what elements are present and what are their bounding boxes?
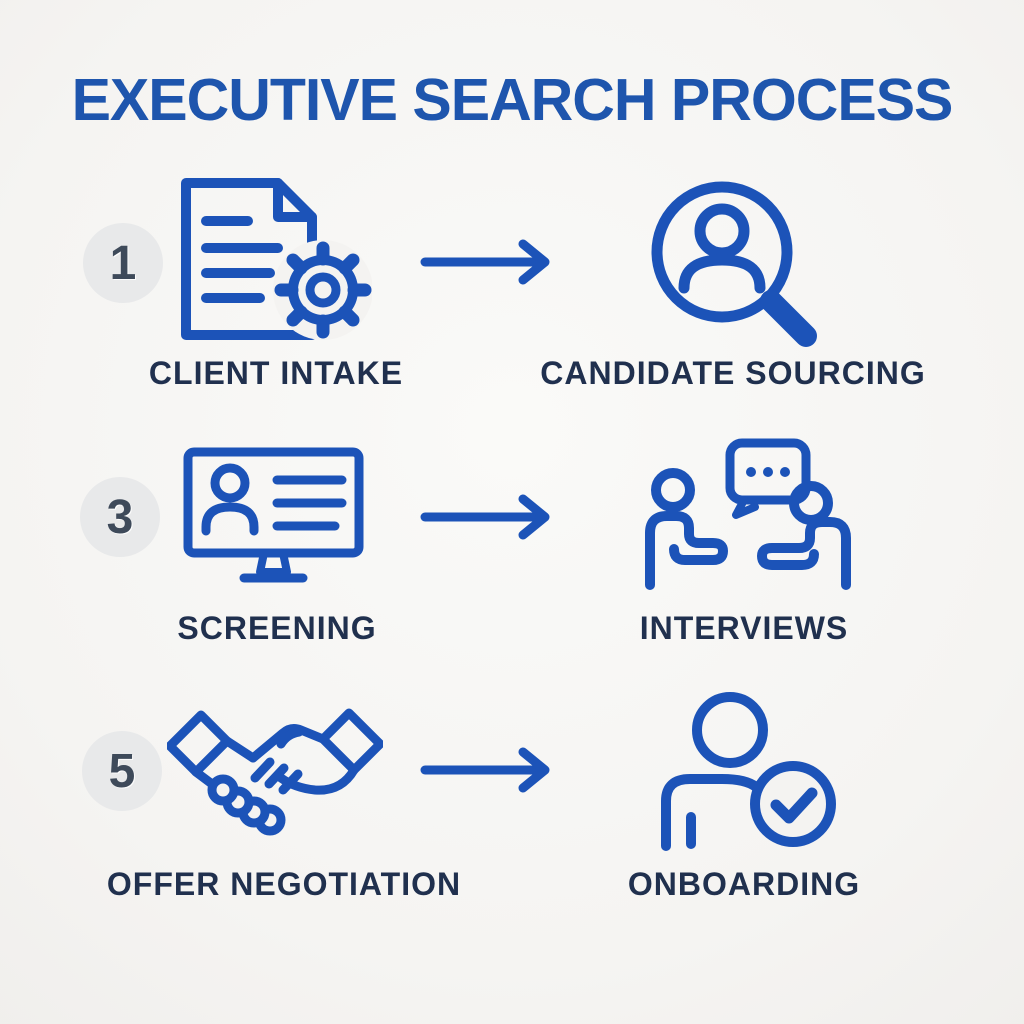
step-number-badge: 1 (83, 223, 163, 303)
handshake-icon (167, 702, 383, 846)
step-label-interviews: INTERVIEWS (639, 610, 849, 646)
step-number: 5 (108, 744, 136, 798)
interview-conversation-icon (643, 437, 863, 592)
step-label-onboarding: ONBOARDING (627, 866, 861, 902)
step-number-badge: 3 (80, 477, 160, 557)
step-number: 3 (106, 490, 134, 544)
step-number: 1 (109, 236, 137, 290)
arrow-right-icon (420, 740, 560, 800)
arrow-right-icon (420, 487, 560, 547)
candidate-search-magnifier-icon (648, 175, 828, 355)
step-number-badge: 5 (82, 731, 162, 811)
step-label-offer-negotiation: OFFER NEGOTIATION (106, 866, 462, 902)
step-label-screening: SCREENING (177, 610, 377, 646)
person-check-icon (660, 688, 845, 858)
step-label-candidate-sourcing: CANDIDATE SOURCING (540, 355, 926, 391)
document-gear-icon (172, 173, 372, 345)
monitor-profile-icon (182, 447, 365, 589)
step-label-client-intake: CLIENT INTAKE (148, 355, 404, 391)
arrow-right-icon (420, 232, 560, 292)
page-title: EXECUTIVE SEARCH PROCESS (71, 67, 954, 133)
